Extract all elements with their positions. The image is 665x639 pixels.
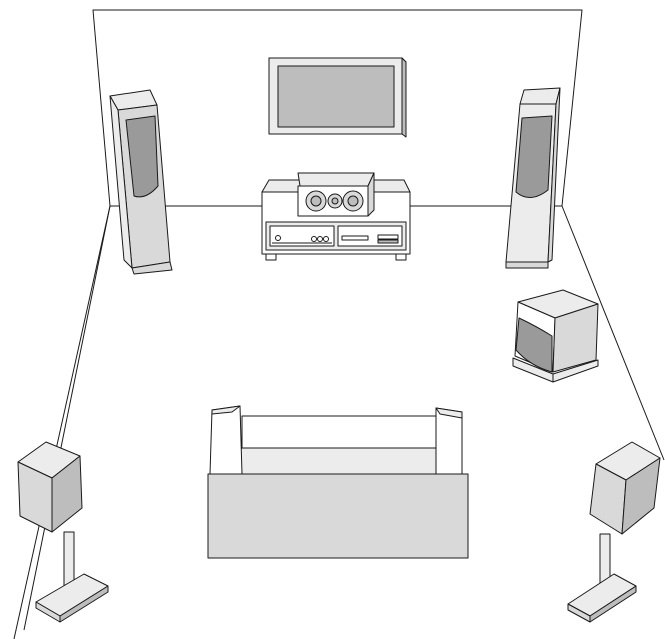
tv-screen xyxy=(277,65,395,128)
sofa-front xyxy=(207,473,469,559)
center-speaker xyxy=(297,172,375,217)
front-right-speaker xyxy=(505,87,561,269)
surround-left-speaker xyxy=(17,441,109,623)
left-wall-edge xyxy=(13,205,111,639)
sofa-left-arm xyxy=(209,405,243,475)
front-left-cone xyxy=(125,115,159,198)
sofa-right-arm xyxy=(435,407,463,475)
sofa xyxy=(207,405,469,559)
floor-left-edge xyxy=(23,205,111,631)
front-right-cone xyxy=(515,115,553,198)
tv xyxy=(268,57,407,138)
subwoofer xyxy=(512,289,599,383)
front-left-speaker xyxy=(109,89,173,275)
surround-right-speaker xyxy=(567,441,661,623)
subwoofer-cone xyxy=(515,317,553,373)
right-wall-edge xyxy=(561,205,665,461)
